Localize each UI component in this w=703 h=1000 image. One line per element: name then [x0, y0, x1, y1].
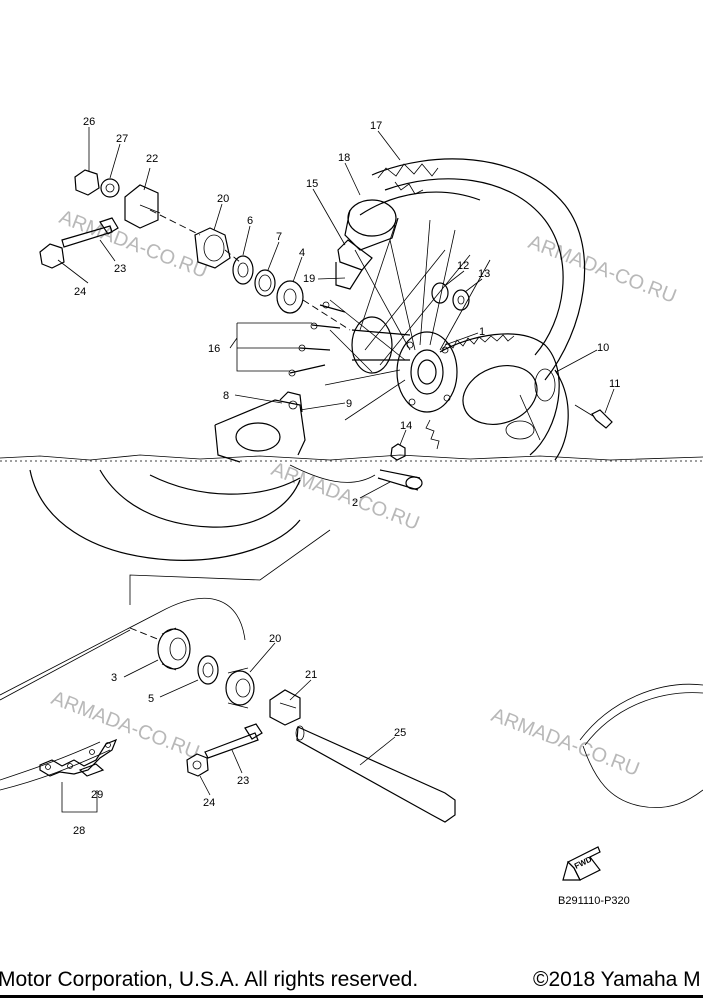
- part-labels: 26 27 22 20 6 7 4 17 18 15 19 12 13 1 10…: [73, 116, 620, 837]
- copyright-footer: Motor Corporation, U.S.A. All rights res…: [0, 962, 703, 1000]
- part-label-17: 17: [370, 120, 382, 132]
- watermarks: ARMADA-CO.RU ARMADA-CO.RU ARMADA-CO.RU A…: [48, 206, 679, 781]
- part-label-23-top: 23: [114, 263, 126, 275]
- watermark-5: ARMADA-CO.RU: [488, 704, 642, 781]
- part-label-12: 12: [457, 260, 469, 272]
- part-label-24-bottom: 24: [203, 797, 215, 809]
- part-label-4: 4: [299, 247, 305, 259]
- part-label-15: 15: [306, 178, 318, 190]
- watermark-4: ARMADA-CO.RU: [48, 687, 202, 764]
- watermark-3: ARMADA-CO.RU: [268, 458, 422, 535]
- part-label-9: 9: [346, 398, 352, 410]
- brake-disc-area: [519, 369, 569, 461]
- fwd-arrow-icon: FWD: [562, 846, 601, 881]
- part-label-23-bottom: 23: [237, 775, 249, 787]
- page-tear-line: [0, 454, 703, 461]
- part-label-10: 10: [597, 342, 609, 354]
- chain-puller-8-9: [214, 391, 306, 463]
- rear-tire: [359, 158, 586, 381]
- part-label-20-bottom: 20: [269, 633, 281, 645]
- part-label-18: 18: [338, 152, 350, 164]
- part-label-7: 7: [276, 231, 282, 243]
- bolt-14: [390, 443, 406, 461]
- part-label-14: 14: [400, 420, 412, 432]
- part-label-25: 25: [394, 727, 406, 739]
- bottom-axle-parts: [0, 627, 456, 823]
- spoke-nipples-16: [229, 301, 346, 377]
- part-label-19: 19: [303, 273, 315, 285]
- copyright-left-text: Motor Corporation, U.S.A. All rights res…: [0, 968, 419, 991]
- rim-lock-tube: [335, 199, 399, 290]
- watermark-2: ARMADA-CO.RU: [525, 231, 679, 308]
- part-label-6: 6: [247, 215, 253, 227]
- wheel-hub-and-spokes: [324, 219, 491, 421]
- part-label-24-top: 24: [74, 286, 86, 298]
- part-label-3: 3: [111, 672, 117, 684]
- part-label-13: 13: [478, 268, 490, 280]
- fwd-label: FWD: [573, 855, 594, 871]
- brake-disc-bottom: [579, 683, 703, 808]
- part-label-2: 2: [352, 497, 358, 509]
- rear-sprocket: [425, 333, 560, 456]
- copyright-right-text: ©2018 Yamaha M: [533, 968, 701, 991]
- part-label-26: 26: [83, 116, 95, 128]
- part-label-28: 28: [73, 825, 85, 837]
- footer-rule: [0, 995, 703, 998]
- part-label-22: 22: [146, 153, 158, 165]
- part-label-29: 29: [91, 789, 103, 801]
- hub-collar-12-13: [431, 282, 470, 311]
- watermark-1: ARMADA-CO.RU: [56, 206, 210, 283]
- top-axle-parts: [39, 169, 351, 331]
- figure-code: B291110-P320: [558, 895, 630, 907]
- part-label-21: 21: [305, 669, 317, 681]
- part-label-16: 16: [208, 343, 220, 355]
- part-label-11: 11: [609, 378, 620, 390]
- drive-chain-28-29: [39, 738, 118, 813]
- part-label-27: 27: [116, 133, 128, 145]
- leader-lines: [57, 127, 615, 796]
- part-label-20-top: 20: [217, 193, 229, 205]
- part-label-1: 1: [479, 326, 485, 338]
- part-label-8: 8: [223, 390, 229, 402]
- part-label-5: 5: [148, 693, 154, 705]
- bolt-11: [574, 404, 613, 429]
- swingarm-outline: [0, 464, 423, 701]
